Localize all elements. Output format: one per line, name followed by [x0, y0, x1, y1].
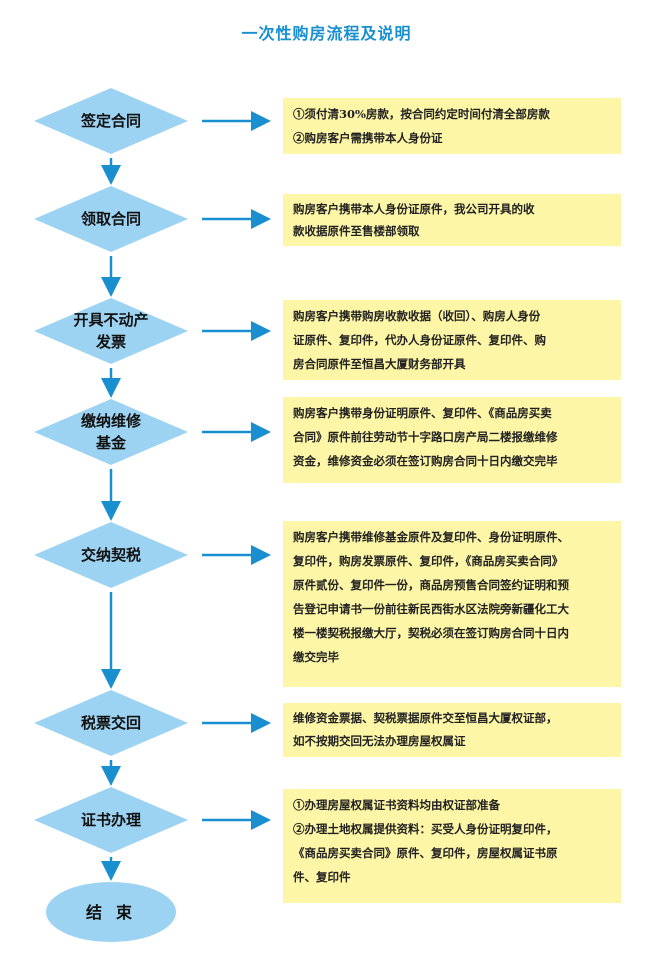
end-label: 结束 [85, 903, 146, 922]
step-note-line: 如不按期交回无法办理房屋权属证 [293, 734, 466, 748]
step-note-line: 房合同原件至恒昌大厦财务部开具 [293, 357, 466, 371]
step-diamond [34, 690, 188, 756]
step-note-line: 购房客户携带本人身份证原件，我公司开具的收 [293, 202, 535, 216]
step-note-line: 缴交完毕 [293, 650, 339, 664]
step-label: 税票交回 [36, 712, 186, 734]
step-note: ①办理房屋权属证书资料均由权证部准备 ②办理土地权属提供资料：买受人身份证明复印件… [283, 789, 621, 903]
step-diamond [34, 787, 188, 853]
step-note-line: 证原件、复印件，代办人身份证原件、复印件、购 [293, 333, 546, 347]
step-note-line: ②办理土地权属提供资料：买受人身份证明复印件， [293, 822, 558, 836]
step-label: 签定合同 [36, 110, 186, 132]
step-diamond [34, 298, 188, 364]
step-note-line: 合同》原件前往劳动节十字路口房产局二楼报缴维修 [293, 430, 558, 444]
step-note: 购房客户携带身份证明原件、复印件、《商品房买卖合同》原件前往劳动节十字路口房产局… [283, 397, 621, 483]
step-label: 开具不动产发票 [36, 309, 186, 353]
step-note: 购房客户携带购房收款收据（收回）、购房人身份证原件、复印件，代办人身份证原件、复… [283, 300, 621, 380]
step-label: 证书办理 [36, 809, 186, 831]
step-note-line: 购房客户携带购房收款收据（收回）、购房人身份 [293, 309, 541, 323]
step-diamond [34, 399, 188, 465]
step-note: ①须付清30%房款，按合同约定时间付清全部房款 ②购房客户需携带本人身份证 [283, 98, 621, 154]
step-note-line: 维修资金票据、契税票据原件交至恒昌大厦权证部， [293, 711, 558, 725]
step-diamond [34, 522, 188, 588]
end-ellipse [46, 882, 176, 942]
step-note-line: 款收据原件至售楼部领取 [293, 224, 420, 238]
step-label: 缴纳维修基金 [36, 410, 186, 454]
step-note-line: 《商品房买卖合同》原件、复印件，房屋权属证书原 [293, 846, 558, 860]
step-note-line: 购房客户携带身份证明原件、复印件、《商品房买卖 [293, 406, 552, 420]
step-label-line: 开具不动产 [73, 311, 149, 329]
step-note-line: 购房客户携带维修基金原件及复印件、身份证明原件、 [293, 530, 569, 544]
step-label: 领取合同 [36, 208, 186, 230]
step-note-line: 资金，维修资金必须在签订购房合同十日内缴交完毕 [293, 454, 558, 468]
step-note-line: ①须付清30%房款，按合同约定时间付清全部房款 [293, 107, 550, 121]
step-diamond [34, 88, 188, 154]
page-title: 一次性购房流程及说明 [241, 24, 412, 43]
step-note-line: 楼一楼契税报缴大厅，契税必须在签订购房合同十日内 [293, 626, 569, 640]
step-note-line: 原件贰份、复印件一份，商品房预售合同签约证明和预 [293, 578, 569, 592]
step-note-line: 件、复印件 [293, 870, 351, 884]
step-label-line: 税票交回 [80, 714, 141, 732]
step-label-line: 发票 [95, 333, 126, 351]
step-note-line: 告登记申请书一份前往新民西街水区法院旁新疆化工大 [293, 602, 569, 616]
step-note: 购房客户携带维修基金原件及复印件、身份证明原件、复印件，购房发票原件、复印件，《… [283, 521, 621, 687]
step-note-line: 复印件，购房发票原件、复印件，《商品房买卖合同》 [293, 554, 564, 568]
step-label-line: 签定合同 [80, 112, 141, 130]
step-label-line: 缴纳维修 [80, 412, 141, 430]
step-diamond [34, 186, 188, 252]
step-label-line: 基金 [95, 434, 126, 452]
step-note: 购房客户携带本人身份证原件，我公司开具的收款收据原件至售楼部领取 [283, 194, 621, 246]
step-label: 交纳契税 [36, 544, 186, 566]
step-label-line: 证书办理 [80, 811, 141, 829]
step-label-line: 交纳契税 [80, 546, 141, 564]
step-label-line: 领取合同 [80, 210, 141, 228]
step-note-line: ①办理房屋权属证书资料均由权证部准备 [293, 798, 500, 812]
step-note: 维修资金票据、契税票据原件交至恒昌大厦权证部， 如不按期交回无法办理房屋权属证 [283, 703, 621, 757]
step-note-line: ②购房客户需携带本人身份证 [293, 131, 443, 145]
